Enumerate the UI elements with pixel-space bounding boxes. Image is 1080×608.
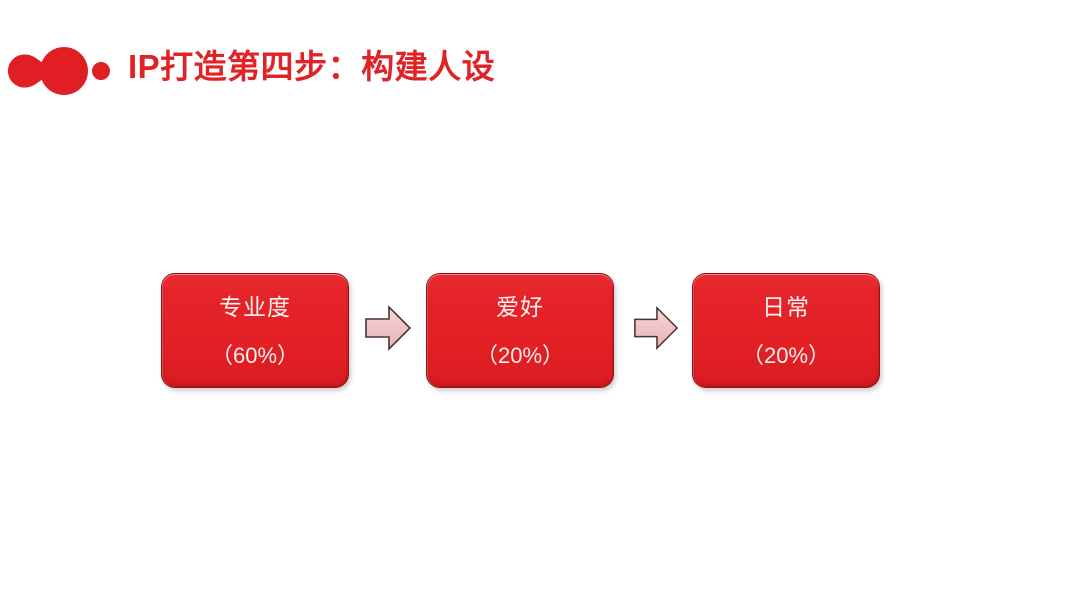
flow-step-label: 日常 bbox=[762, 294, 810, 320]
slide-header: IP打造第四步：构建人设 bbox=[0, 38, 1080, 96]
flow-step-card[interactable]: 专业度 （60%） bbox=[161, 273, 349, 388]
flow-step-value: （20%） bbox=[741, 343, 831, 368]
arrow-right-icon bbox=[632, 304, 680, 352]
flow-step-card[interactable]: 爱好 （20%） bbox=[426, 273, 614, 388]
process-flow: 专业度 （60%） 爱好 （20%） bbox=[0, 273, 1080, 391]
page-title: IP打造第四步：构建人设 bbox=[128, 48, 496, 85]
flow-step-label: 爱好 bbox=[496, 294, 544, 320]
flow-step-card[interactable]: 日常 （20%） bbox=[692, 273, 880, 388]
red-blob-bullet-icon bbox=[6, 38, 118, 96]
flow-step-value: （20%） bbox=[475, 343, 565, 368]
arrow-right-icon bbox=[363, 303, 413, 353]
flow-step-label: 专业度 bbox=[219, 294, 291, 320]
flow-step-value: （60%） bbox=[210, 343, 300, 368]
